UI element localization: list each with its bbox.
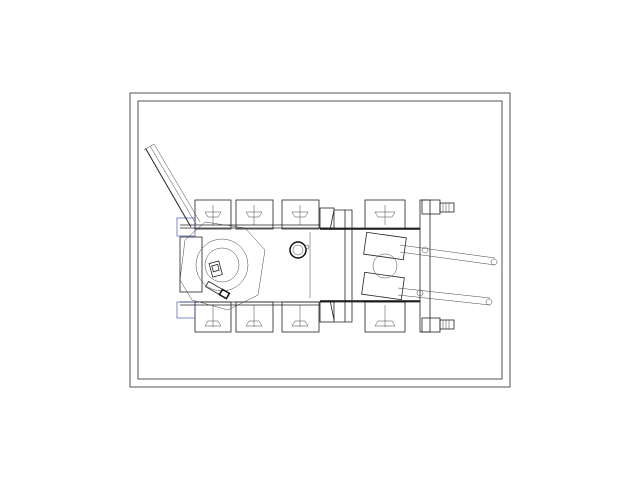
rear-assembly bbox=[361, 199, 498, 333]
inner-frame bbox=[137, 100, 503, 380]
outer-frame bbox=[129, 92, 511, 388]
turret bbox=[176, 217, 266, 319]
cylinder bbox=[289, 241, 310, 259]
chassis bbox=[180, 207, 420, 323]
barrel bbox=[143, 143, 201, 228]
bottom-wheels bbox=[194, 301, 406, 333]
